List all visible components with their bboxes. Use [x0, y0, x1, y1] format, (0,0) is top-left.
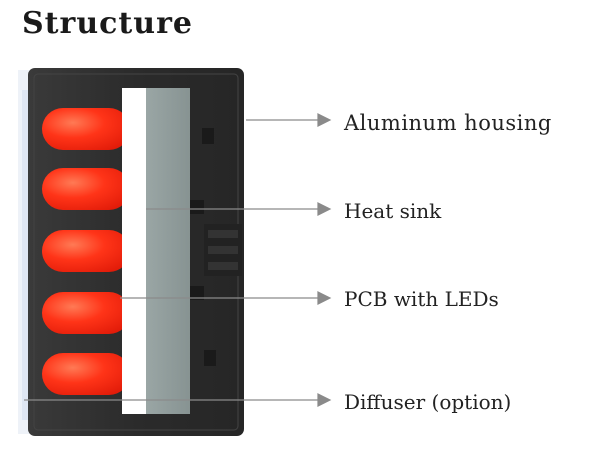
arrowhead-icon	[317, 113, 332, 127]
arrowhead-icon	[317, 393, 332, 407]
callout-heat-sink: Heat sink	[344, 199, 442, 223]
led	[42, 168, 130, 210]
diffuser-strip	[22, 90, 28, 420]
led	[42, 292, 130, 334]
leader-lines	[24, 113, 332, 407]
arrowhead-icon	[317, 291, 332, 305]
led	[42, 353, 130, 395]
pcb-strip	[122, 88, 150, 414]
callout-diffuser: Diffuser (option)	[344, 390, 512, 414]
arrowhead-icon	[317, 202, 332, 216]
led-array	[42, 108, 130, 395]
housing-details	[190, 128, 242, 366]
led	[42, 230, 130, 272]
page-title: Structure	[22, 6, 193, 41]
heat-sink	[146, 88, 190, 414]
callout-pcb-with-leds: PCB with LEDs	[344, 287, 499, 311]
led	[42, 108, 130, 150]
callout-aluminum-housing: Aluminum housing	[344, 111, 552, 135]
